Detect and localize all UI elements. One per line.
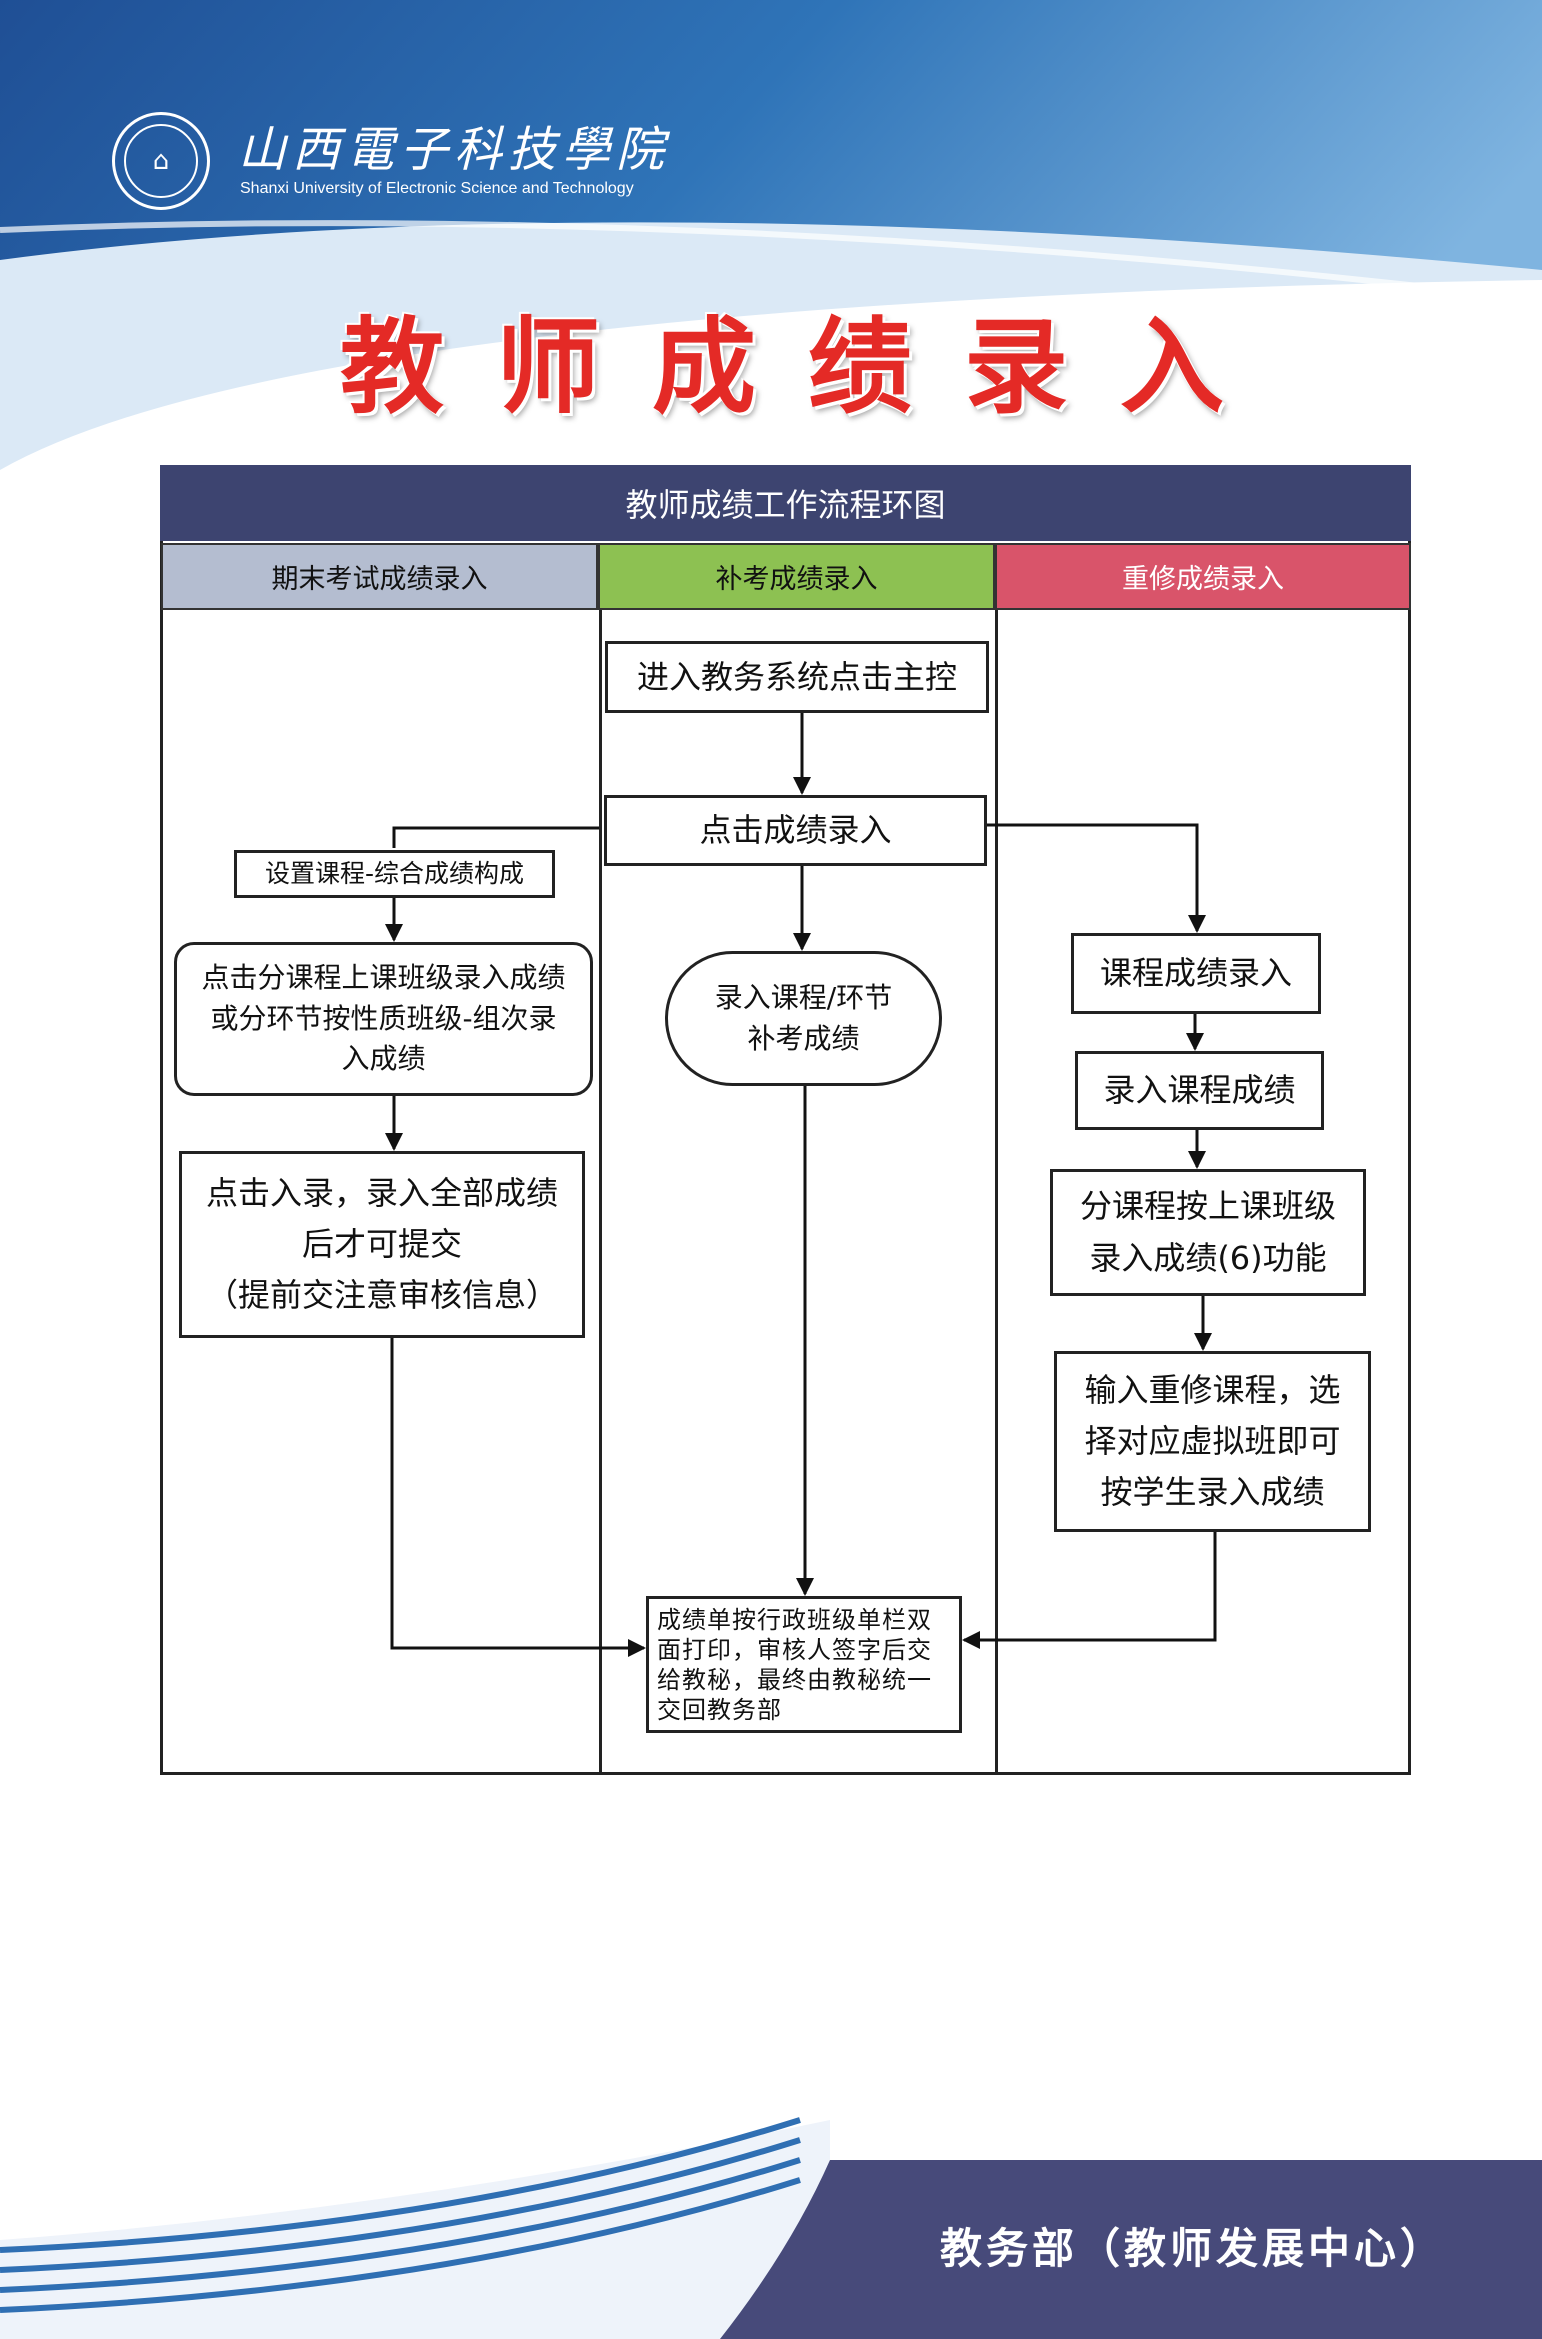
school-name-en: Shanxi University of Electronic Science … xyxy=(240,180,634,197)
step-final-submit: 成绩单按行政班级单栏双 面打印，审核人签字后交 给教秘，最终由教秘统一 交回教务… xyxy=(646,1596,962,1733)
step-click-grade-entry: 点击成绩录入 xyxy=(604,795,987,866)
step-enter-course-grade: 录入课程成绩 xyxy=(1075,1051,1324,1130)
step-makeup-entry: 录入课程/环节 补考成绩 xyxy=(665,951,942,1086)
page-title: 教师成绩录入 xyxy=(340,306,1277,428)
header-background xyxy=(0,0,1542,520)
step-retake: 输入重修课程，选 择对应虚拟班即可 按学生录入成绩 xyxy=(1054,1351,1371,1532)
step-course-grade-entry: 课程成绩录入 xyxy=(1071,933,1321,1014)
column-header-final-exam: 期末考试成绩录入 xyxy=(161,543,598,610)
column-header-makeup: 补考成绩录入 xyxy=(598,543,995,610)
step-click-by-course: 点击分课程上课班级录入成绩 或分环节按性质班级-组次录 入成绩 xyxy=(174,942,593,1096)
flowchart-title: 教师成绩工作流程环图 xyxy=(160,465,1411,541)
footer-background xyxy=(0,2117,1542,2339)
step-enter-all: 点击入录，录入全部成绩 后才可提交 （提前交注意审核信息） xyxy=(179,1151,585,1338)
school-name-cn: 山西電子科技學院 xyxy=(238,122,671,178)
column-header-retake: 重修成绩录入 xyxy=(995,543,1411,610)
step-by-class: 分课程按上课班级 录入成绩(6)功能 xyxy=(1050,1169,1366,1296)
column-divider xyxy=(995,610,998,1775)
step-set-course: 设置课程-综合成绩构成 xyxy=(234,850,555,898)
footer-department: 教务部（教师发展中心） xyxy=(940,2224,1447,2273)
step-enter-system: 进入教务系统点击主控 xyxy=(605,641,989,713)
column-divider xyxy=(599,610,602,1775)
university-logo: ⌂ xyxy=(112,112,210,210)
